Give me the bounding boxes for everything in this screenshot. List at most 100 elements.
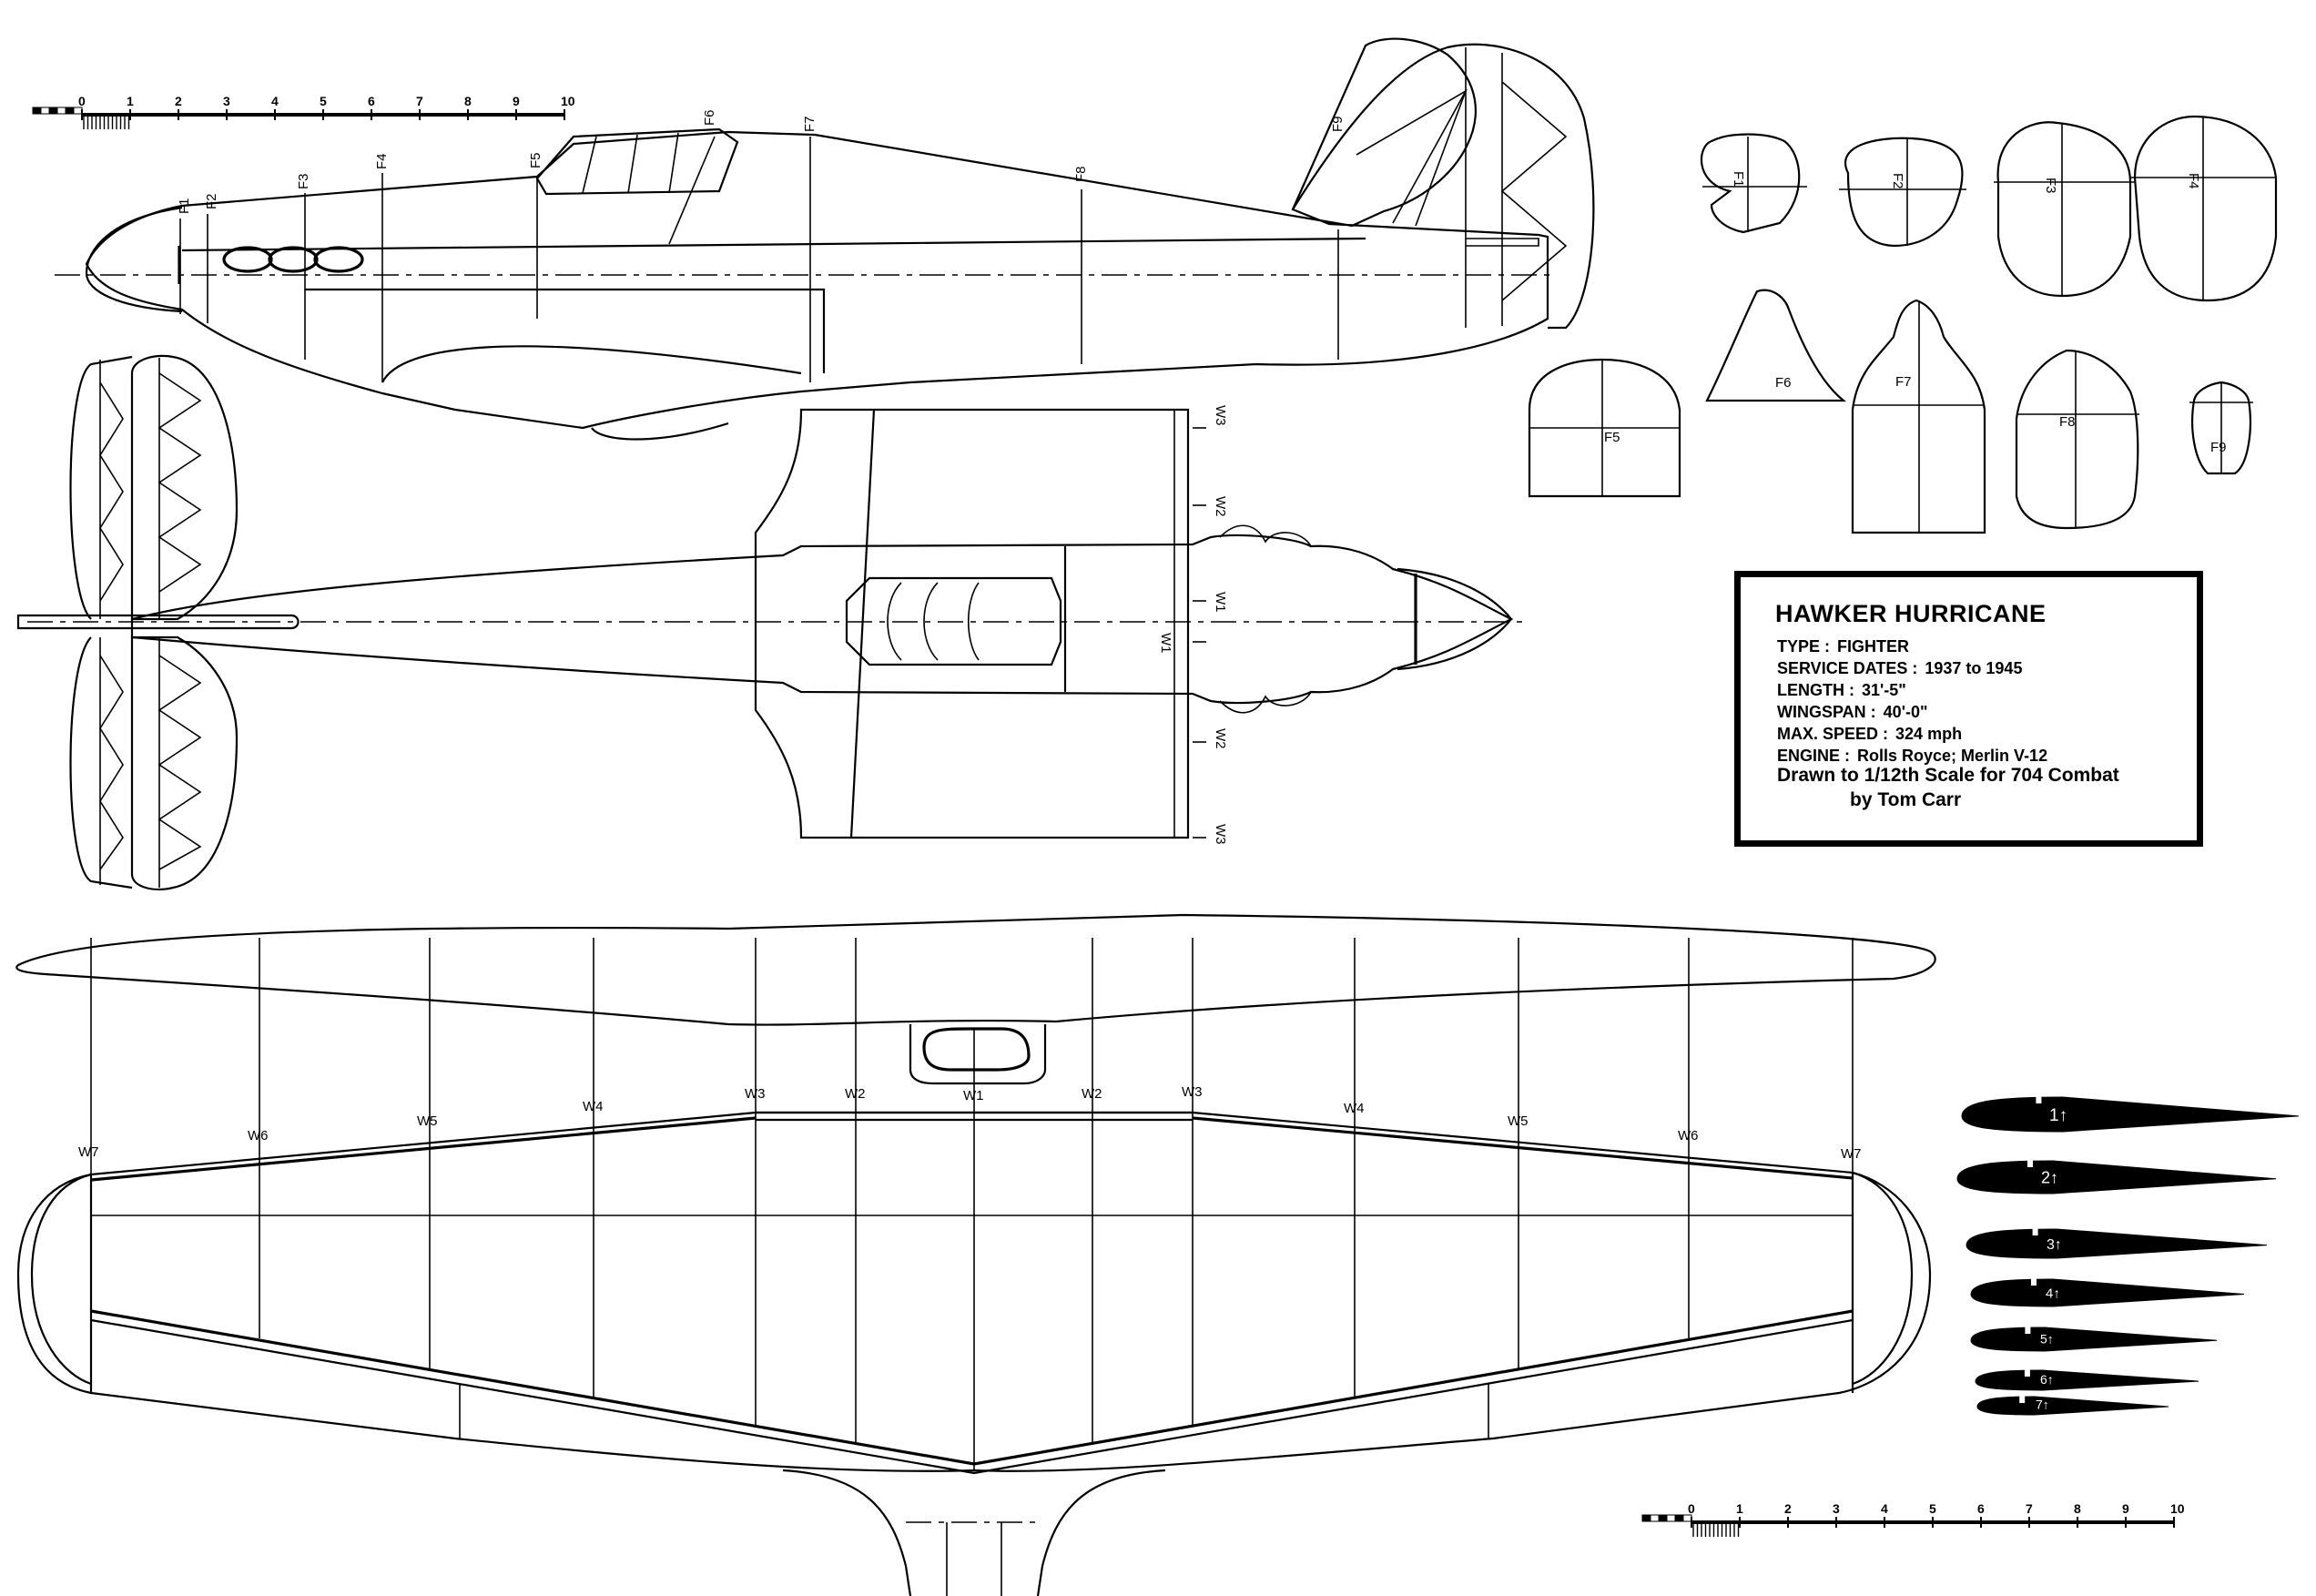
former-f5 <box>1528 358 1681 498</box>
former-f6 <box>1705 289 1847 402</box>
plan-tailplane-lower <box>130 635 239 890</box>
side-label-f4: F4 <box>374 153 390 169</box>
former-label-f2: F2 <box>1890 173 1905 189</box>
plan-canopy <box>845 576 1062 666</box>
former-label-f8: F8 <box>2059 414 2076 430</box>
side-view: F1 F2 F3 F4 F5 F6 F7 F8 F9 <box>55 37 1595 441</box>
airfoil-rib-3 <box>1966 1228 2268 1259</box>
wing-label-w3-right: W3 <box>1182 1084 1203 1100</box>
airfoil-rib-6 <box>1975 1369 2199 1391</box>
spec-max-speed: MAX. SPEED :324 mph <box>1777 725 1963 743</box>
airfoil-label-6: 6↑ <box>2040 1372 2054 1387</box>
scale-bottom-subdiv <box>1650 1514 1660 1522</box>
scale-bottom-tick-label: 7 <box>2026 1501 2033 1516</box>
info-title: HAWKER HURRICANE <box>1775 600 2047 627</box>
side-label-f3: F3 <box>296 173 311 189</box>
scale-bottom-subdiv <box>1666 1514 1676 1522</box>
scale-top-tick-label: 2 <box>175 94 182 108</box>
former-f9 <box>2191 381 2251 475</box>
former-label-f7: F7 <box>1895 374 1912 390</box>
plan-label-w2-top: W2 <box>1213 496 1228 517</box>
side-tail-fin <box>1292 43 1595 330</box>
airfoil-spar-notch <box>2031 1278 2037 1286</box>
scale-bottom-tick-label: 2 <box>1784 1501 1792 1516</box>
airfoil-spar-notch <box>2024 1369 2030 1377</box>
airfoil-spar-notch <box>2025 1327 2031 1334</box>
side-label-f6: F6 <box>702 109 717 126</box>
plan-view: W3 W2 W1 W1 W2 W3 <box>16 354 1529 890</box>
scale-bottom-subdiv <box>1674 1514 1684 1522</box>
airfoil-label-5: 5↑ <box>2040 1332 2054 1347</box>
plan-tailplane-upper <box>130 354 239 621</box>
formers: F1 F2 F3 F4 F5 F6 F7 F8 F9 <box>1528 115 2278 534</box>
side-spinner <box>85 206 183 313</box>
scale-top-subdiv <box>65 107 75 115</box>
airfoil-label-4: 4↑ <box>2046 1286 2060 1301</box>
former-label-f3: F3 <box>2043 178 2058 194</box>
plan-spinner <box>1397 567 1513 671</box>
wing-label-w7-left: W7 <box>78 1144 99 1160</box>
plan-label-w1-top: W1 <box>1213 592 1228 613</box>
scale-top-tick-label: 0 <box>78 94 86 108</box>
wing-label-w6-right: W6 <box>1678 1128 1699 1144</box>
former-label-f4: F4 <box>2186 173 2201 189</box>
scale-top-tick-label: 4 <box>271 94 279 108</box>
airfoil-rib-2 <box>1956 1160 2277 1194</box>
scale-bottom-tick-label: 1 <box>1736 1501 1743 1516</box>
info-box: HAWKER HURRICANE TYPE :FIGHTER SERVICE D… <box>1734 571 2203 847</box>
scale-top-tick-label: 9 <box>513 94 520 108</box>
airfoil-spar-notch <box>2032 1228 2038 1235</box>
scale-top-tick-label: 6 <box>368 94 375 108</box>
wing-plan-outline <box>16 1111 1932 1472</box>
airfoil-rib-4 <box>1970 1278 2245 1307</box>
scale-bottom-tick-label: 5 <box>1929 1501 1936 1516</box>
airfoil-spar-notch <box>2019 1396 2026 1403</box>
airfoil-label-1: 1↑ <box>2049 1106 2067 1125</box>
former-f4 <box>2133 115 2278 302</box>
side-label-f8: F8 <box>1073 166 1089 182</box>
spec-length: LENGTH :31'-5" <box>1777 681 1906 699</box>
airfoil-spar-notch <box>2036 1096 2042 1103</box>
airfoil-label-7: 7↑ <box>2036 1398 2049 1412</box>
side-fuselage-outline <box>85 37 1549 430</box>
side-label-f9: F9 <box>1330 116 1346 132</box>
former-f3 <box>1996 121 2132 298</box>
scale-top-subdiv <box>40 107 50 115</box>
scale-bottom-tick-label: 8 <box>2074 1501 2081 1516</box>
wing-front-outline <box>15 913 1936 1026</box>
scale-bottom-subdiv <box>1658 1514 1668 1522</box>
scale-top-tick-label: 5 <box>320 94 327 108</box>
wing-front-radiator <box>909 1024 1047 1085</box>
scale-bottom-subdiv <box>1641 1514 1651 1522</box>
wing-label-w1: W1 <box>963 1088 984 1103</box>
spec-engine: ENGINE :Rolls Royce; Merlin V-12 <box>1777 747 2048 765</box>
spec-type: TYPE :FIGHTER <box>1777 637 1910 656</box>
scale-top-tick-label: 10 <box>561 94 575 108</box>
scale-bottom-tick-label: 4 <box>1881 1501 1888 1516</box>
scale-top-tick-label: 7 <box>416 94 423 108</box>
scale-bottom-tick-label: 6 <box>1977 1501 1985 1516</box>
spec-wingspan: WINGSPAN :40'-0" <box>1777 703 1928 721</box>
scale-bottom-tick-label: 3 <box>1833 1501 1840 1516</box>
plan-label-w3-bottom: W3 <box>1213 824 1228 845</box>
wing-label-w4-left: W4 <box>583 1099 604 1114</box>
airfoil-rib-7 <box>1976 1396 2169 1416</box>
airfoil-sections: 1↑2↑3↑4↑5↑6↑7↑ <box>1956 1096 2300 1416</box>
plan-label-w3-top: W3 <box>1213 405 1228 426</box>
wing-label-w4-right: W4 <box>1344 1101 1365 1116</box>
airfoil-rib-1 <box>1961 1096 2300 1133</box>
former-f1 <box>1700 133 1801 234</box>
plan-label-w2-bottom: W2 <box>1213 728 1228 749</box>
scale-top-tick-label: 8 <box>464 94 472 108</box>
side-canopy <box>535 127 739 196</box>
scale-top-subdiv <box>32 107 42 115</box>
scale-top-tick-label: 1 <box>127 94 134 108</box>
wing-label-w2-right: W2 <box>1082 1086 1102 1102</box>
wing-label-w5-left: W5 <box>417 1113 438 1129</box>
credit-line-1: Drawn to 1/12th Scale for 704 Combat <box>1777 765 2119 786</box>
scale-top-subdiv <box>56 107 66 115</box>
plan-fuselage-outline <box>130 534 1514 705</box>
scale-bottom-tick-label: 0 <box>1688 1501 1695 1516</box>
